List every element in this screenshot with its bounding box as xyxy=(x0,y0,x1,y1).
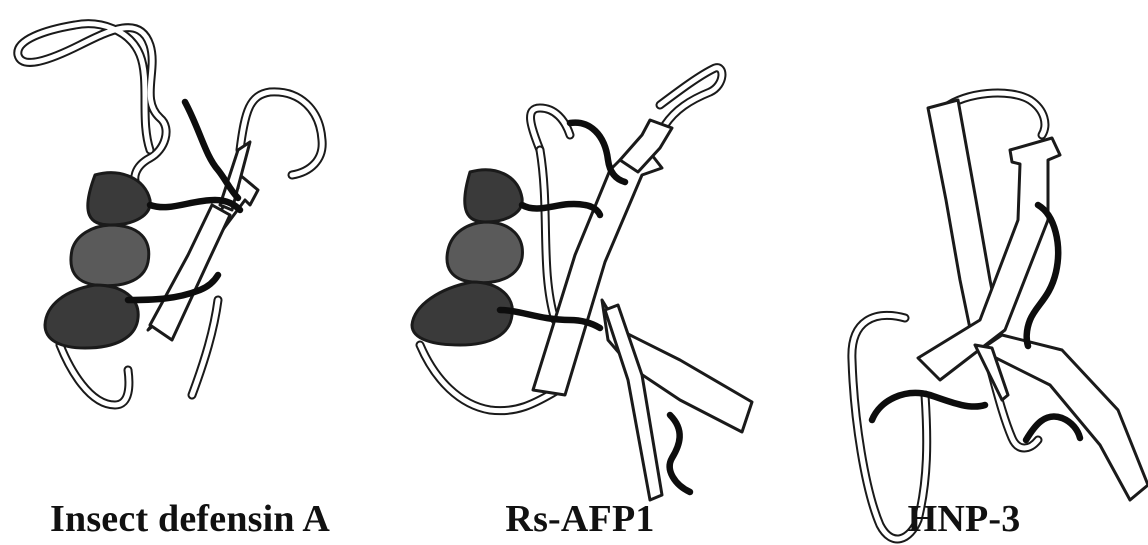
beta-strand xyxy=(620,120,672,172)
alpha-helix xyxy=(71,225,149,286)
structure-panel-rs-afp1: Rs-AFP1 xyxy=(380,0,780,545)
beta-strand xyxy=(605,305,662,500)
alpha-helix xyxy=(88,173,150,225)
disulfide-bond xyxy=(185,102,238,198)
structure-label: Rs-AFP1 xyxy=(380,497,780,541)
alpha-helix xyxy=(465,170,522,222)
insect-defensin-a-ribbon-diagram xyxy=(0,0,380,480)
rs-afp1-ribbon-diagram xyxy=(380,0,780,480)
disulfide-bond xyxy=(1026,417,1080,440)
alpha-helix xyxy=(412,282,512,345)
alpha-helix xyxy=(447,222,522,283)
structure-panel-hnp-3: HNP-3 xyxy=(780,0,1148,545)
structure-label: HNP-3 xyxy=(780,497,1148,541)
alpha-helix xyxy=(45,285,138,348)
hnp-3-ribbon-diagram xyxy=(780,0,1148,545)
structure-label: Insect defensin A xyxy=(0,497,380,541)
structure-panel-insect-defensin-a: Insect defensin A xyxy=(0,0,380,545)
disulfide-bond xyxy=(670,415,690,492)
disulfide-bond xyxy=(522,204,600,215)
coil-loop xyxy=(18,24,166,190)
